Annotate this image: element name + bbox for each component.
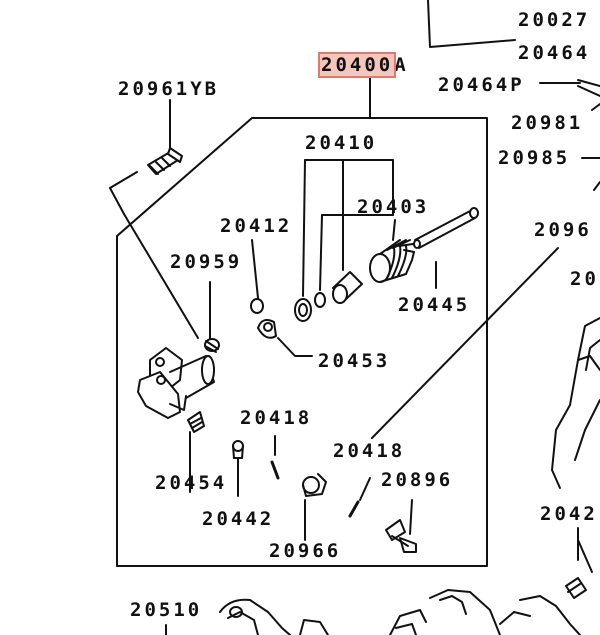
- pedal-bracket-partial: [551, 317, 600, 489]
- label-20027: 20027: [518, 9, 591, 31]
- label-20445: 20445: [398, 294, 471, 316]
- label-20464p: 20464P: [438, 74, 525, 96]
- leader-20410-l: [302, 159, 306, 297]
- label-20981: 20981: [511, 112, 584, 134]
- seal-ring-1: [294, 298, 312, 322]
- label-20959: 20959: [170, 251, 243, 273]
- assembly-frame: [116, 117, 488, 567]
- slave-cylinder: [137, 347, 215, 419]
- bleeder-20959: [204, 338, 220, 353]
- leader-20403: [392, 219, 396, 241]
- leader-2096-right: [593, 181, 600, 191]
- leader-20027: [427, 0, 516, 48]
- label-2042-partial: 2042: [540, 503, 598, 525]
- boot-20966: [302, 473, 327, 497]
- label-20454: 20454: [155, 472, 228, 494]
- bolt-20454: [187, 411, 205, 433]
- leader-20418b: [359, 477, 371, 501]
- ring-20453: [257, 319, 277, 339]
- bolt-2042x: [565, 577, 587, 599]
- leader-bolt-b: [109, 187, 125, 215]
- boot-20403: [369, 239, 415, 283]
- piston-20410: [332, 271, 363, 304]
- leader-20896: [409, 499, 413, 535]
- highlighted-part-20400[interactable]: 20400: [317, 52, 397, 78]
- label-20453: 20453: [318, 350, 391, 372]
- bolt-20961yb: [147, 147, 183, 175]
- clip-20412: [250, 298, 264, 314]
- leader-20453: [277, 337, 313, 357]
- label-20510: 20510: [130, 599, 203, 621]
- label-20403: 20403: [357, 196, 430, 218]
- label-20418-a: 20418: [240, 407, 313, 429]
- label-20-partial: 20: [570, 268, 599, 290]
- seal-ring-2: [314, 292, 326, 308]
- leader-20412: [251, 239, 259, 299]
- label-20896: 20896: [381, 469, 454, 491]
- fitting-20464p: [577, 85, 600, 97]
- leader-bolt-a: [109, 171, 138, 189]
- label-20442: 20442: [202, 508, 275, 530]
- leader-2096x: [371, 247, 559, 439]
- leader-20410-top: [304, 159, 394, 216]
- label-20400a[interactable]: 20400A: [317, 52, 409, 78]
- label-2096-partial: 2096: [534, 219, 592, 241]
- label-20418-b: 20418: [333, 440, 406, 462]
- label-20412: 20412: [220, 215, 293, 237]
- leader-20410-r: [319, 214, 323, 291]
- cap-20442: [232, 440, 244, 459]
- label-20410: 20410: [305, 132, 378, 154]
- bolt-20896: [385, 519, 417, 553]
- pin-20418b: [348, 500, 360, 518]
- label-20985: 20985: [498, 147, 571, 169]
- label-20966: 20966: [269, 540, 342, 562]
- label-20400-suffix: A: [394, 54, 409, 76]
- label-20464: 20464: [518, 42, 591, 64]
- pushrod-20445: [413, 207, 479, 249]
- bottom-assembly-partial: [219, 589, 581, 635]
- leader-bolt-c: [123, 213, 199, 339]
- label-20961yb: 20961YB: [118, 78, 220, 100]
